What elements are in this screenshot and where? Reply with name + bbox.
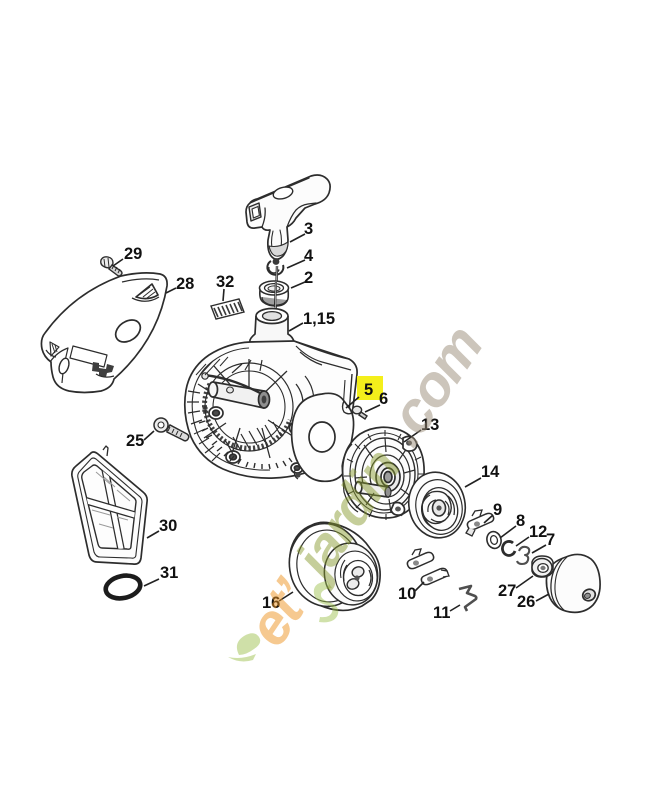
svg-text:27: 27	[498, 582, 516, 600]
svg-text:10: 10	[398, 585, 416, 603]
svg-text:2: 2	[304, 269, 313, 287]
svg-text:5: 5	[364, 381, 373, 399]
svg-text:1,15: 1,15	[303, 310, 335, 328]
svg-text:28: 28	[176, 275, 194, 293]
svg-text:4: 4	[304, 247, 314, 265]
svg-text:12: 12	[529, 523, 547, 541]
svg-text:25: 25	[126, 432, 144, 450]
svg-text:32: 32	[216, 273, 234, 291]
svg-text:6: 6	[379, 390, 388, 408]
svg-text:8: 8	[516, 512, 525, 530]
svg-text:11: 11	[433, 604, 450, 622]
svg-text:16: 16	[262, 594, 280, 612]
svg-text:26: 26	[517, 593, 535, 611]
svg-text:30: 30	[159, 517, 177, 535]
svg-text:3: 3	[304, 220, 313, 238]
svg-text:9: 9	[493, 501, 502, 519]
svg-text:14: 14	[481, 463, 500, 481]
svg-text:29: 29	[124, 245, 142, 263]
svg-text:7: 7	[546, 531, 555, 549]
svg-text:31: 31	[160, 564, 178, 582]
svg-text:13: 13	[421, 416, 439, 434]
